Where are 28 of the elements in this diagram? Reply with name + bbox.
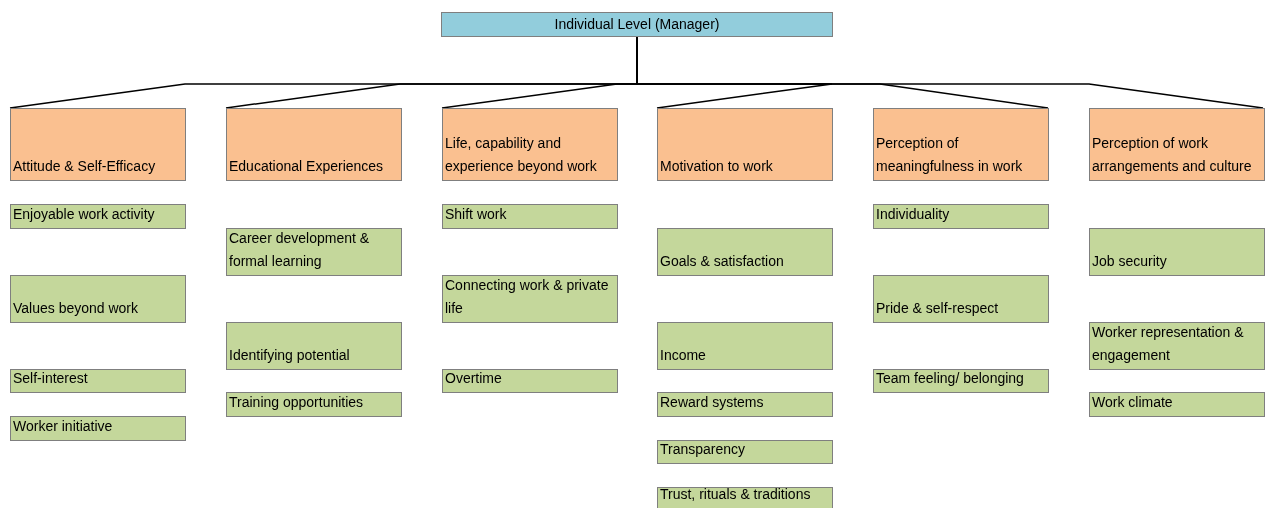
root-box: Individual Level (Manager) (441, 12, 833, 37)
factor-box: Overtime (442, 369, 618, 393)
factor-box: Career development & formal learning (226, 228, 402, 276)
factor-box: Goals & satisfaction (657, 228, 833, 276)
category-box: Motivation to work (657, 108, 833, 181)
factor-box: Job security (1089, 228, 1265, 276)
factor-box: Individuality (873, 204, 1049, 229)
factor-box: Trust, rituals & traditions (657, 487, 833, 508)
category-box: Life, capability and experience beyond work (442, 108, 618, 181)
factor-box: Worker initiative (10, 416, 186, 441)
factor-box: Transparency (657, 440, 833, 464)
factor-box: Values beyond work (10, 275, 186, 323)
factor-box: Self-interest (10, 369, 186, 393)
factor-box: Identifying potential (226, 322, 402, 370)
factor-box: Reward systems (657, 392, 833, 417)
factor-box: Team feeling/ belonging (873, 369, 1049, 393)
factor-box: Connecting work & private life (442, 275, 618, 323)
category-box: Attitude & Self-Efficacy (10, 108, 186, 181)
category-box: Educational Experiences (226, 108, 402, 181)
factor-box: Income (657, 322, 833, 370)
factor-box: Enjoyable work activity (10, 204, 186, 229)
category-box: Perception of work arrangements and culture (1089, 108, 1265, 181)
factor-box: Work climate (1089, 392, 1265, 417)
factor-box: Worker representation & engagement (1089, 322, 1265, 370)
factor-box: Pride & self-respect (873, 275, 1049, 323)
factor-box: Training opportunities (226, 392, 402, 417)
factor-box: Shift work (442, 204, 618, 229)
category-box: Perception of meaningfulness in work (873, 108, 1049, 181)
